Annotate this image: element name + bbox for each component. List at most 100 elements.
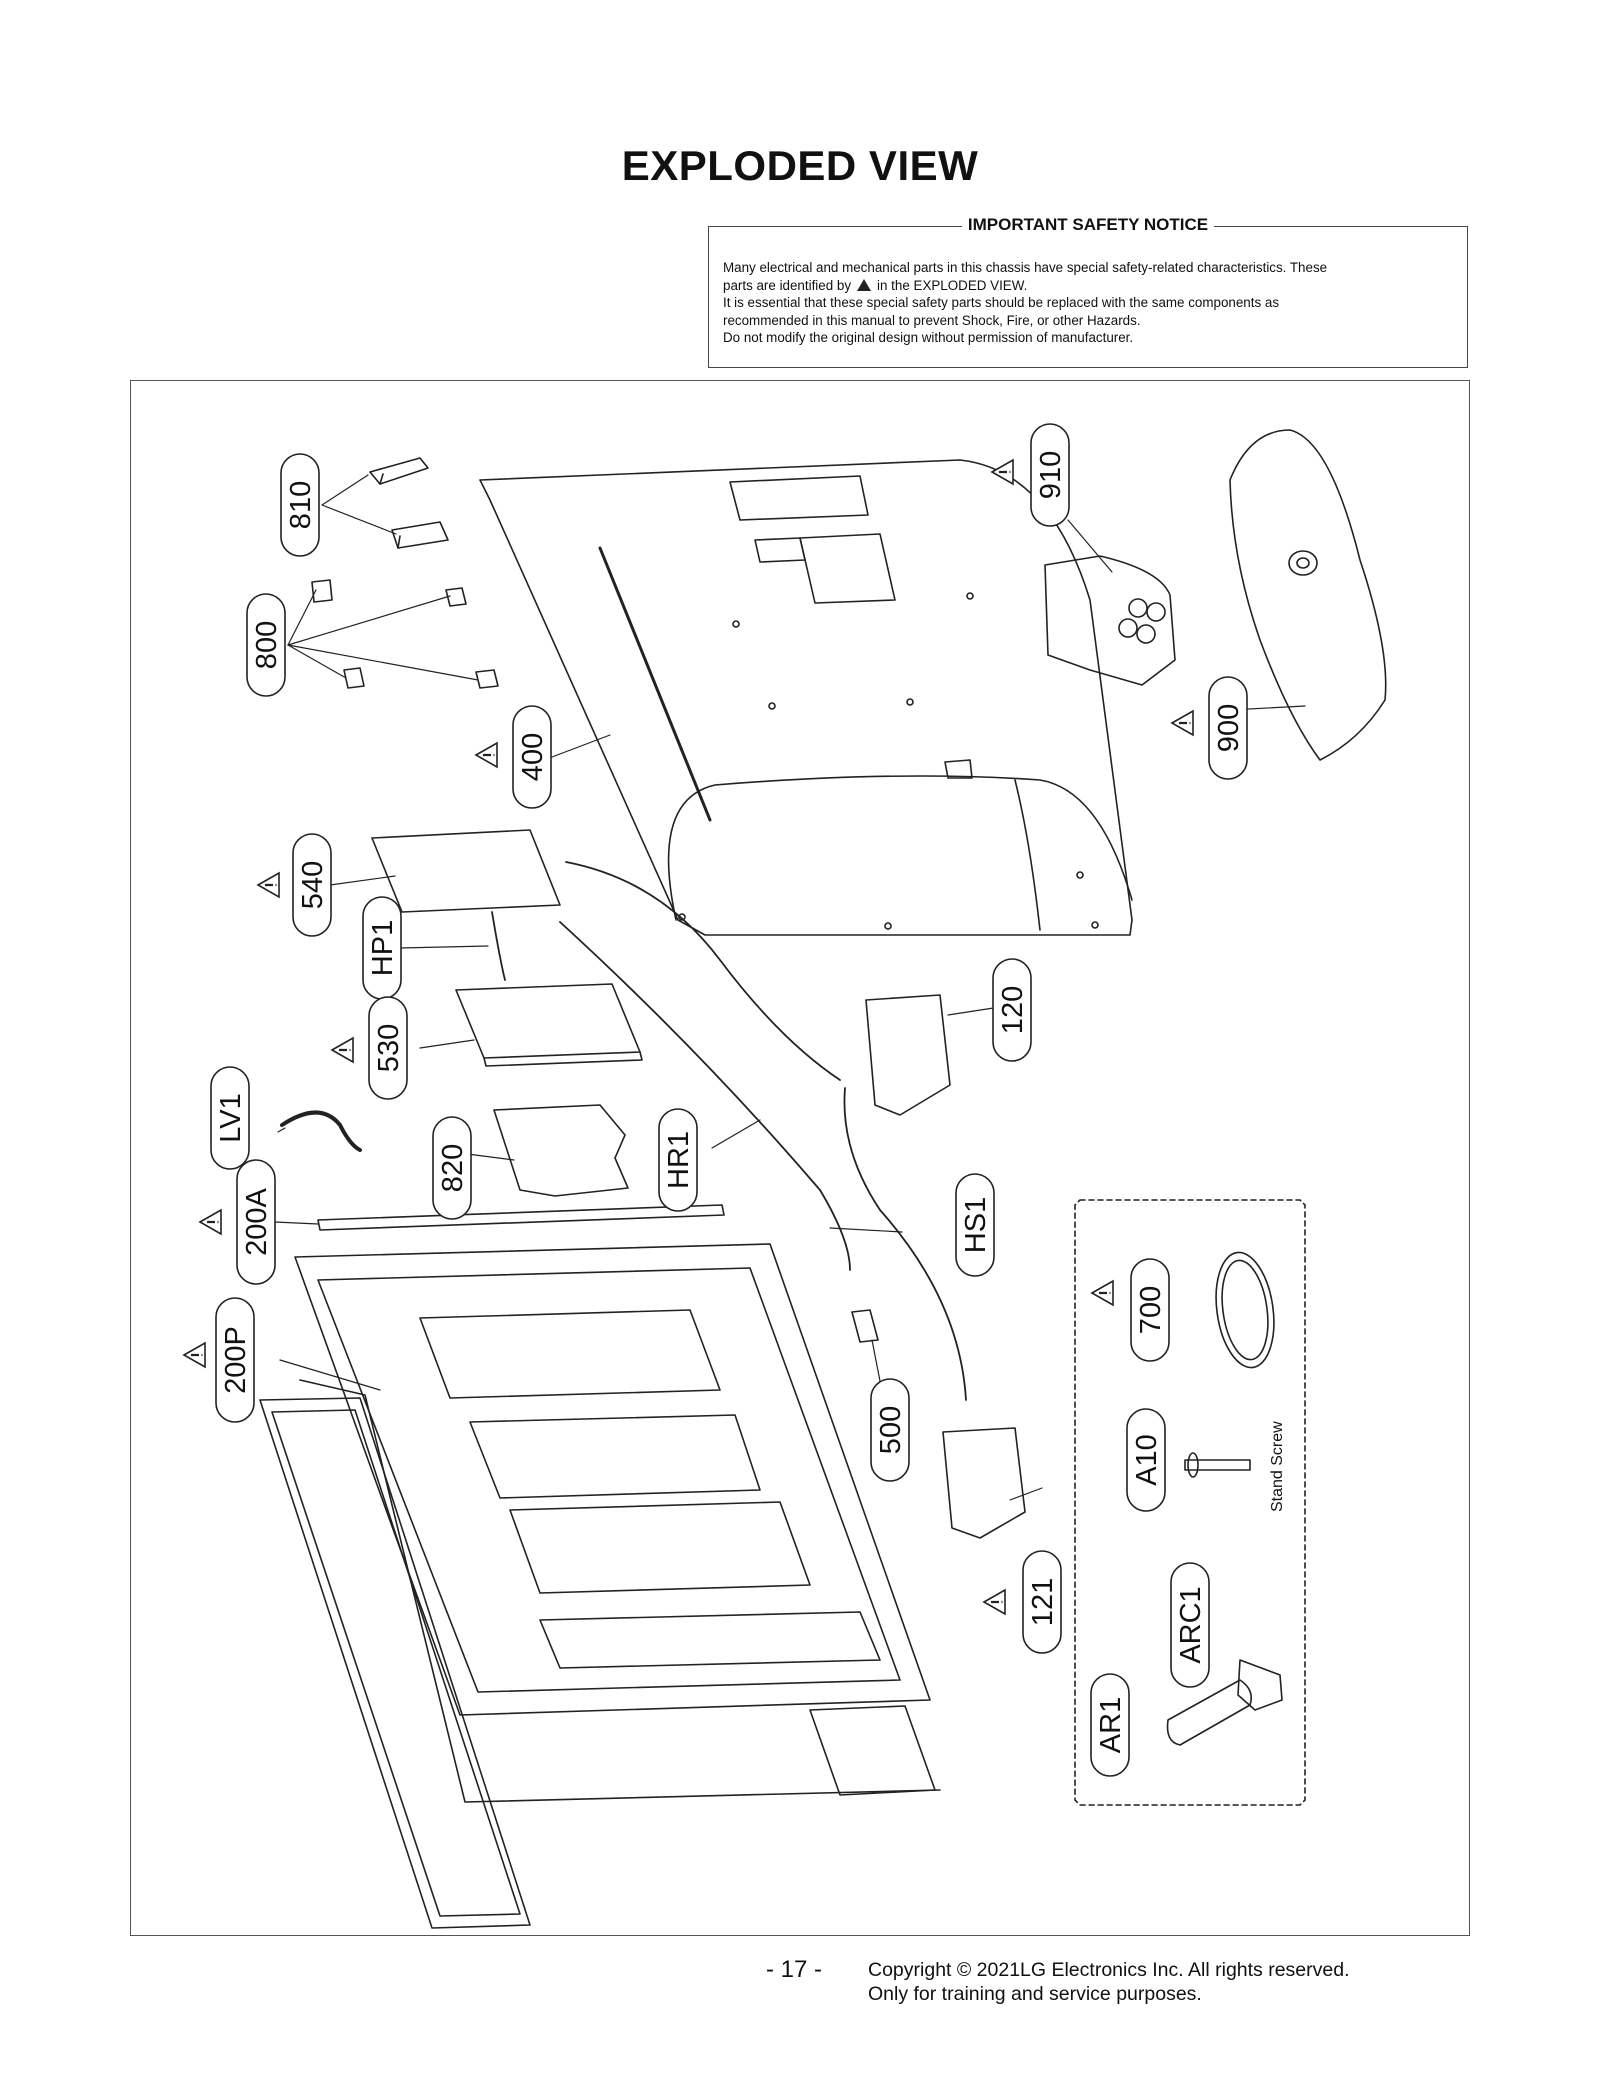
callout-800: 800	[246, 593, 286, 697]
callout-balloon	[292, 833, 332, 937]
callout-balloon	[210, 1066, 250, 1170]
bracket-810-drawing	[369, 457, 449, 549]
callout-balloon	[432, 1116, 472, 1220]
callout-a10: A10	[1126, 1408, 1166, 1512]
callout-120: 120	[992, 958, 1032, 1062]
front-panel-200p-drawing	[259, 1379, 941, 1929]
safety-warning-icon	[256, 871, 280, 899]
rear-cover-drawing	[479, 459, 1133, 936]
notice-line-4: recommended in this manual to prevent Sh…	[723, 312, 1141, 328]
callout-121: 121	[1022, 1550, 1062, 1654]
callout-400: 400	[512, 705, 552, 809]
callout-label: A10	[1131, 1434, 1163, 1486]
insulator-820-drawing	[493, 1104, 629, 1197]
callout-label: 200P	[220, 1326, 252, 1394]
callout-hp1: HP1	[362, 896, 402, 1000]
callout-label: LV1	[215, 1093, 247, 1142]
callout-balloon	[280, 453, 320, 557]
leader-lines	[274, 474, 1306, 1501]
callout-700: 700	[1130, 1258, 1170, 1362]
callout-balloon	[658, 1108, 698, 1212]
callout-balloon	[1126, 1408, 1166, 1512]
callout-label: 120	[997, 986, 1029, 1034]
callout-label: 810	[285, 481, 317, 529]
speaker-120-drawing	[865, 994, 951, 1116]
callout-label: 200A	[241, 1187, 273, 1255]
safety-warning-icon	[990, 458, 1014, 486]
callout-balloon	[1030, 423, 1070, 527]
callout-hs1: HS1	[955, 1173, 995, 1277]
callout-900: 900	[1208, 676, 1248, 780]
notice-line-3: It is essential that these special safet…	[723, 295, 1280, 310]
callout-label: 910	[1035, 451, 1067, 499]
footer-copyright: Copyright © 2021LG Electronics Inc. All …	[868, 1958, 1350, 2006]
callout-balloon	[1022, 1550, 1062, 1654]
safety-notice-box: IMPORTANT SAFETY NOTICE Many electrical …	[708, 215, 1468, 368]
callout-balloon	[992, 958, 1032, 1062]
cables-drawing	[491, 861, 967, 1401]
notice-line-5: Do not modify the original design withou…	[723, 330, 1134, 345]
callout-lv1: LV1	[210, 1066, 250, 1170]
cable-700-drawing	[1215, 1251, 1275, 1369]
callout-label: 900	[1213, 704, 1245, 752]
callout-balloon	[955, 1173, 995, 1277]
callout-ar1: AR1	[1090, 1673, 1130, 1777]
callout-200p: 200P	[215, 1297, 255, 1423]
callout-label: 800	[251, 621, 283, 669]
stand-body-910-drawing	[1044, 555, 1176, 686]
safety-warning-icon	[330, 1036, 354, 1064]
callout-hr1: HR1	[658, 1108, 698, 1212]
accessory-box	[1074, 1199, 1306, 1806]
callout-label: HR1	[663, 1131, 695, 1189]
callout-label: HP1	[367, 920, 399, 976]
callout-balloon	[1170, 1562, 1210, 1688]
callout-200a: 200A	[236, 1159, 276, 1285]
callout-530: 530	[368, 996, 408, 1100]
safety-warning-icon	[182, 1341, 206, 1369]
stand-base-900-drawing	[1229, 429, 1387, 761]
callout-label: 820	[437, 1144, 469, 1192]
lvds-cable-drawing	[280, 1110, 362, 1152]
bracket-800-drawing	[311, 579, 499, 689]
diagram-frame	[130, 380, 1470, 1936]
callout-label: 540	[297, 861, 329, 909]
callout-540: 540	[292, 833, 332, 937]
callout-arc1: ARC1	[1170, 1562, 1210, 1688]
callout-balloon	[1208, 676, 1248, 780]
callout-910: 910	[1030, 423, 1070, 527]
stand-screw-label: Stand Screw	[1269, 1421, 1286, 1512]
callout-balloon	[246, 593, 286, 697]
callout-balloon	[1130, 1258, 1170, 1362]
speaker-121-drawing	[942, 1427, 1026, 1539]
page-title: EXPLODED VIEW	[621, 142, 979, 189]
page-number: - 17 -	[766, 1956, 823, 1983]
callout-810: 810	[280, 453, 320, 557]
safety-warning-icon	[474, 741, 498, 769]
callout-balloon	[215, 1297, 255, 1423]
frame-strip-200a-drawing	[317, 1204, 725, 1231]
safety-warning-icon	[1170, 709, 1194, 737]
callout-500: 500	[870, 1378, 910, 1482]
callout-balloon	[368, 996, 408, 1100]
safety-warning-icon	[982, 1588, 1006, 1616]
remote-holder-arc1-drawing	[1237, 1659, 1283, 1711]
safety-notice-body: Many electrical and mechanical parts in …	[723, 259, 1453, 347]
callout-label: 500	[875, 1406, 907, 1454]
callout-label: 530	[373, 1024, 405, 1072]
safety-warning-icon	[1090, 1279, 1114, 1307]
ir-board-500-drawing	[851, 1309, 879, 1343]
callout-820: 820	[432, 1116, 472, 1220]
safety-warning-icon	[198, 1208, 222, 1236]
callout-label: AR1	[1095, 1697, 1127, 1753]
callout-label: 400	[517, 733, 549, 781]
callout-balloon	[512, 705, 552, 809]
stand-screw-a10-drawing	[1184, 1452, 1251, 1478]
callout-label: 700	[1135, 1286, 1167, 1334]
callout-label: 121	[1027, 1578, 1059, 1626]
notice-line-1: Many electrical and mechanical parts in …	[723, 260, 1328, 275]
callout-label: HS1	[960, 1197, 992, 1253]
callout-label: ARC1	[1175, 1586, 1207, 1663]
